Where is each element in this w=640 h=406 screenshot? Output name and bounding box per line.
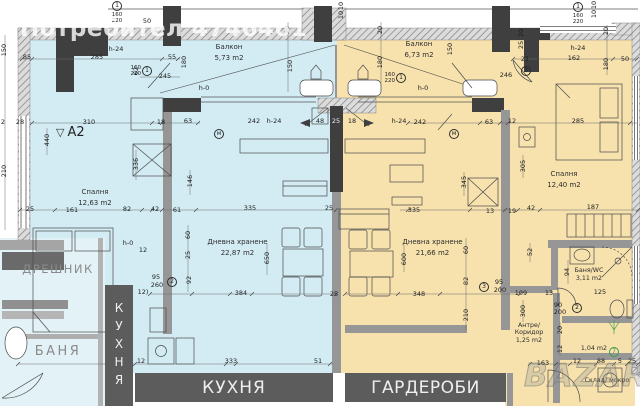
- room-area: 22,87 m2: [220, 249, 255, 258]
- brand-watermark: BAZAR: [524, 358, 640, 395]
- plant: [608, 320, 620, 334]
- room-name: Спалня: [81, 188, 109, 196]
- kitchen-vertical-label: КУХНЯ: [112, 300, 126, 391]
- unit-label: ▽ A2: [56, 125, 85, 140]
- room-area: 21,66 m2: [415, 249, 450, 258]
- room-bedroom-right: Спалня 12,40 m2: [526, 170, 602, 189]
- bed-right: [555, 83, 623, 161]
- room-closet-label: ДРЕШНИК: [22, 262, 94, 276]
- room-bath-wc: Баня/WC 3,11 m2: [558, 266, 620, 282]
- sink: [569, 246, 595, 265]
- bathtub-left: [4, 326, 28, 360]
- room-area: 12,40 m2: [547, 181, 581, 190]
- dark-walls: [56, 6, 550, 192]
- room-living-left: Дневна хранене 22,87 m2: [190, 238, 285, 257]
- wardrobes-label: ГАРДЕРОБИ: [371, 377, 480, 398]
- vent-symbols: [310, 64, 369, 80]
- room-area: 12,63 m2: [78, 199, 112, 208]
- room-area: 6,73 m2: [404, 51, 434, 60]
- room-bathroom-label: БАНЯ: [34, 344, 82, 359]
- dimension-ticks: [15, 56, 640, 367]
- dining-set-left: [281, 227, 324, 297]
- room-balcony-right: Балкон 6,73 m2: [383, 40, 455, 59]
- furniture: [1, 59, 634, 403]
- wardrobe-right: [566, 213, 632, 238]
- room-name: Склад/ мокро: [584, 377, 630, 384]
- room-area: 3,11 m2: [575, 275, 603, 283]
- room-name: Антре/ Коридор: [514, 322, 544, 337]
- sofa-right: [338, 208, 390, 230]
- room-name: Баня/WC: [574, 267, 604, 274]
- room-name: Дневна хранене: [402, 238, 463, 246]
- kitchen-vertical-bar: КУХНЯ: [105, 285, 133, 406]
- kitchen-bottom-label: КУХНЯ: [202, 377, 266, 398]
- washing-machine: [597, 367, 623, 393]
- wardrobe-left: [130, 97, 172, 177]
- shower: [601, 246, 633, 278]
- windows: [19, 24, 639, 304]
- nightstand-right: [518, 126, 536, 148]
- kitchen-counter-left: [147, 107, 329, 365]
- wardrobes-bar: ГАРДЕРОБИ: [345, 373, 506, 402]
- triangle-marker-icon: ▽: [56, 126, 65, 139]
- dining-set-right: [348, 229, 394, 297]
- room-storage-name: Склад/ мокро: [583, 376, 631, 384]
- bed-left: [32, 227, 114, 333]
- room-name: Спалня: [550, 170, 578, 178]
- room-storage-area: 1,04 m2: [572, 344, 616, 352]
- sofa-left: [282, 180, 328, 197]
- room-name: Дневна хранене: [207, 238, 268, 246]
- toilet: [609, 299, 634, 319]
- unit-code: A2: [67, 125, 85, 140]
- room-balcony-left: Балкон 5,73 m2: [193, 43, 265, 62]
- radiators: [299, 79, 498, 97]
- room-bedroom-left: Спалня 12,63 m2: [57, 188, 133, 207]
- kitchen-counter-right: [344, 138, 499, 207]
- kitchen-bottom-bar: КУХНЯ: [135, 373, 333, 402]
- room-name: Балкон: [215, 43, 243, 51]
- room-area: 1,25 m2: [515, 337, 543, 345]
- room-name: Балкон: [405, 40, 433, 48]
- dimension-lines: [4, 22, 640, 367]
- room-hallway: Антре/ Коридор 1,25 m2: [503, 321, 555, 345]
- room-living-right: Дневна хранене 21,66 m2: [385, 238, 480, 257]
- room-area: 1,04 m2: [580, 345, 608, 352]
- room-area: 5,73 m2: [214, 54, 244, 63]
- user-watermark: Потребител 4746461: [20, 16, 308, 42]
